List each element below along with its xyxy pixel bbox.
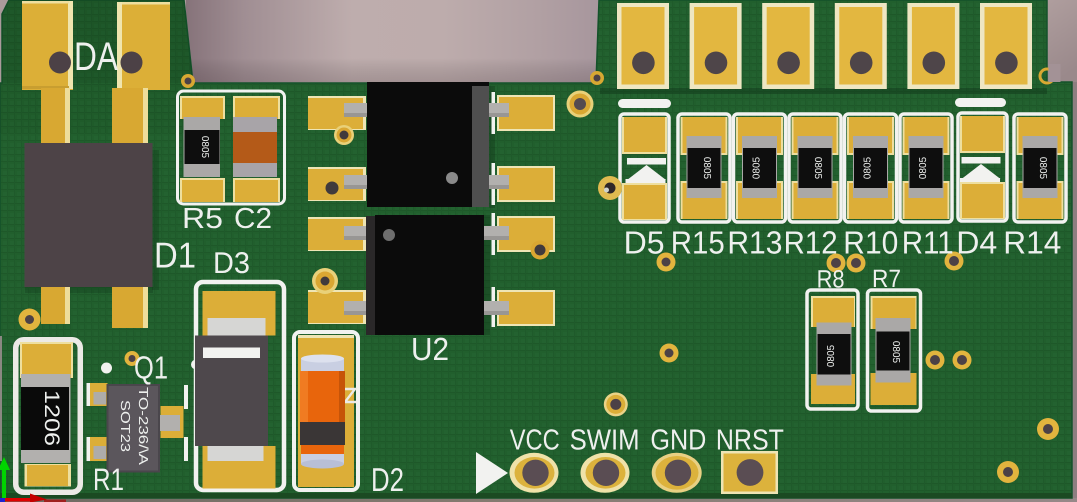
- svg-text:0805: 0805: [701, 157, 712, 180]
- svg-text:D5: D5: [624, 225, 665, 261]
- svg-text:R11: R11: [902, 225, 954, 261]
- svg-text:R12: R12: [784, 225, 838, 261]
- svg-text:NRST: NRST: [716, 425, 784, 457]
- svg-text:0805: 0805: [918, 156, 929, 179]
- svg-text:Q1: Q1: [134, 350, 168, 386]
- svg-text:0805: 0805: [812, 157, 823, 180]
- svg-text:GND: GND: [650, 425, 706, 457]
- svg-text:SWIM: SWIM: [570, 425, 640, 457]
- svg-text:R10: R10: [843, 225, 898, 261]
- svg-text:R1: R1: [93, 462, 124, 497]
- svg-text:1206: 1206: [40, 390, 63, 446]
- svg-text:R15: R15: [671, 225, 725, 261]
- svg-text:0805: 0805: [890, 341, 901, 364]
- svg-text:SOT23: SOT23: [118, 400, 133, 452]
- svg-text:R13: R13: [727, 225, 782, 261]
- svg-text:D4: D4: [956, 225, 997, 261]
- svg-text:TO-236/\A: TO-236/\A: [136, 387, 151, 465]
- svg-text:VCC: VCC: [510, 425, 560, 457]
- svg-text:0805: 0805: [1037, 157, 1048, 180]
- svg-text:C2: C2: [234, 203, 272, 235]
- svg-text:R8: R8: [817, 266, 845, 294]
- svg-text:R14: R14: [1003, 225, 1061, 261]
- svg-text:DA: DA: [74, 35, 118, 79]
- svg-text:D2: D2: [371, 461, 404, 498]
- svg-text:0805: 0805: [863, 156, 874, 179]
- svg-text:D1: D1: [154, 235, 196, 276]
- svg-text:0805: 0805: [199, 136, 210, 159]
- svg-text:0805: 0805: [826, 344, 837, 367]
- svg-text:D3: D3: [213, 247, 250, 280]
- svg-text:U2: U2: [411, 331, 449, 367]
- svg-text:R7: R7: [872, 265, 901, 293]
- svg-text:R5: R5: [182, 203, 223, 235]
- svg-text:0805: 0805: [752, 156, 763, 179]
